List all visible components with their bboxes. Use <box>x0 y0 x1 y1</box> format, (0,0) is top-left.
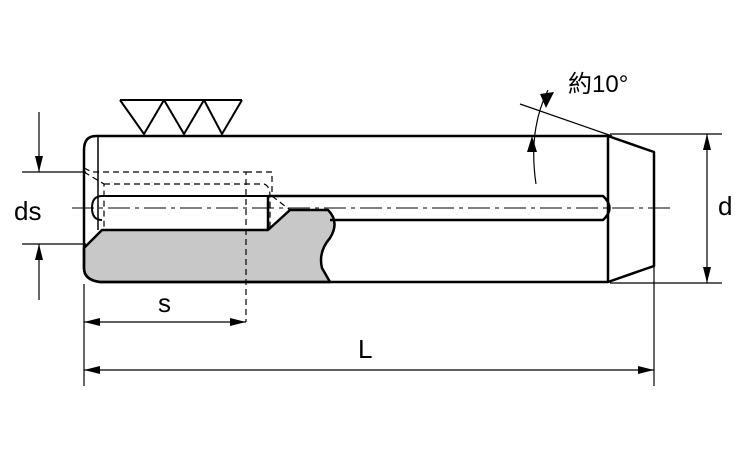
angle-reference-line <box>519 103 613 137</box>
L-arrowhead-right <box>638 366 654 374</box>
center-slot <box>266 194 611 230</box>
angle-label: 約10° <box>568 71 628 98</box>
pin-body-outline <box>82 134 610 284</box>
L-arrowhead-left <box>84 366 100 374</box>
angle-arrowhead-top <box>540 92 554 108</box>
hidden-line-inner <box>104 183 271 228</box>
section-fill <box>82 208 336 284</box>
hidden-line-diagonal <box>83 171 105 228</box>
surface-finish-icon <box>119 99 243 137</box>
d-label: d <box>718 191 732 221</box>
ds-arrowhead-top <box>35 156 43 172</box>
s-arrowhead-left <box>84 318 100 326</box>
s-label: s <box>158 288 171 318</box>
d-arrowhead-bottom <box>703 267 711 283</box>
s-arrowhead-right <box>230 318 246 326</box>
hidden-line-outer <box>83 167 291 322</box>
L-label: L <box>358 334 372 364</box>
angle-arrowhead-bottom <box>527 136 537 152</box>
ds-label: ds <box>14 196 41 226</box>
d-arrowhead-top <box>703 134 711 150</box>
ds-arrowhead-bottom <box>35 244 43 260</box>
tapered-end <box>607 134 656 284</box>
